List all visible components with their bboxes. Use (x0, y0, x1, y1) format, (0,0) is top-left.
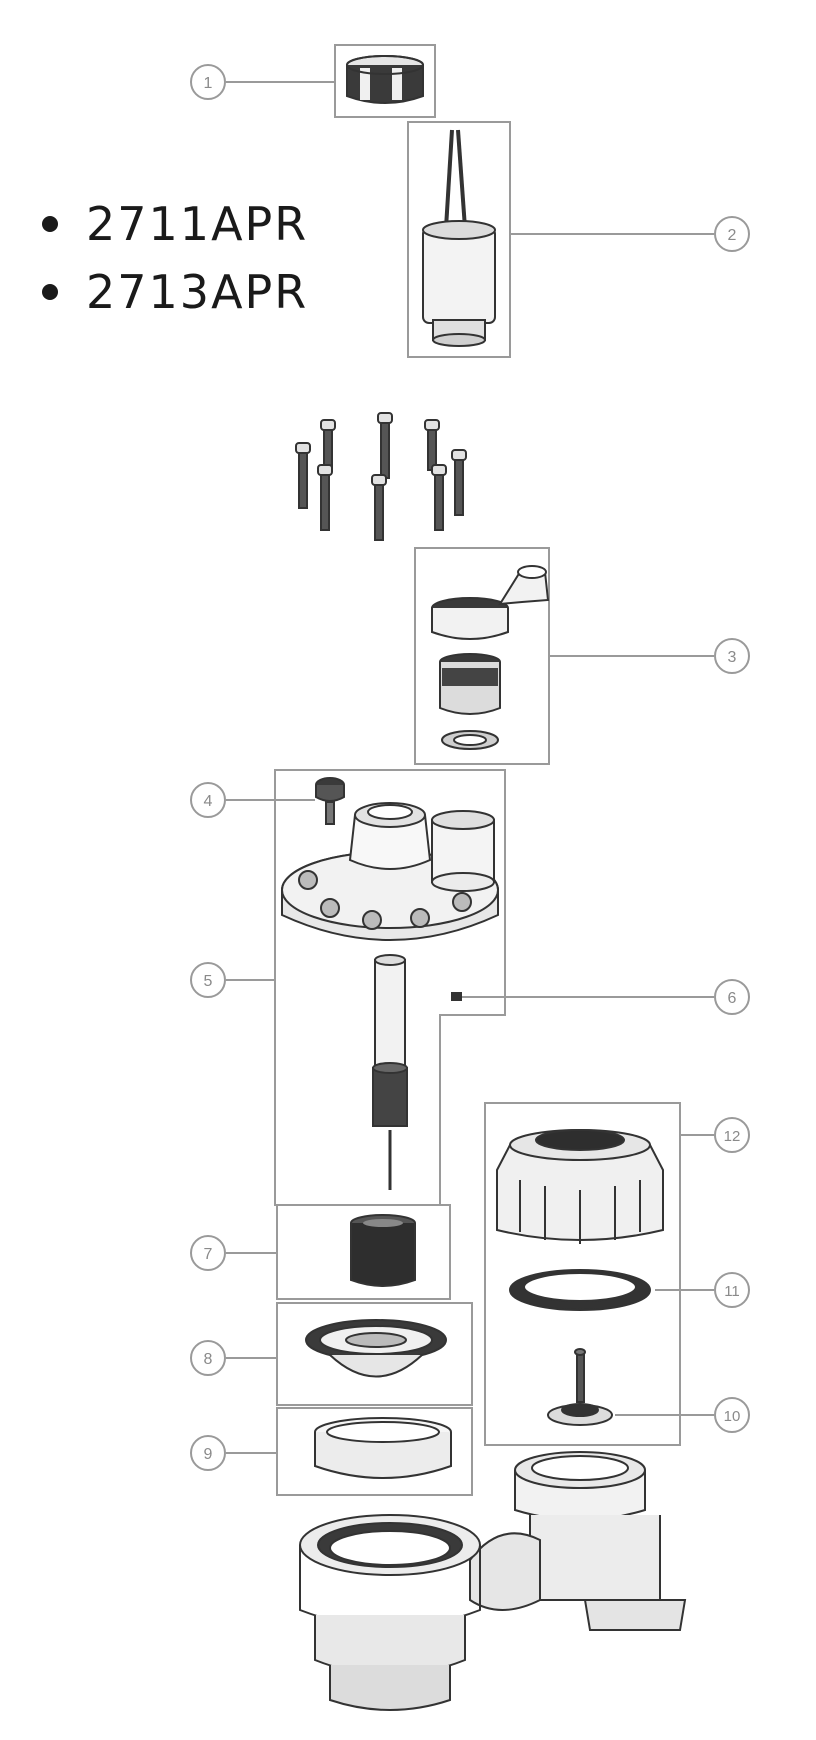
callout-5: 5 (190, 962, 226, 998)
model-number: 2713APR (86, 265, 309, 319)
diaphragm-part (305, 1319, 447, 1378)
model-item: 2713APR (42, 258, 308, 326)
model-list: 2711APR 2713APR (42, 190, 308, 326)
screen-filter-part (350, 1214, 416, 1287)
callout-4: 4 (190, 782, 226, 818)
callout-1: 1 (190, 64, 226, 100)
cap-nut-part (346, 55, 424, 104)
threaded-cap-part (496, 1129, 664, 1244)
model-number: 2711APR (86, 197, 309, 251)
callout-2: 2 (714, 216, 750, 252)
callout-label: 12 (724, 1128, 741, 1145)
callout-label: 6 (728, 990, 737, 1007)
callout-label: 1 (204, 75, 213, 92)
group-box-9 (276, 1407, 473, 1496)
o-ring-part (509, 1269, 651, 1311)
callouts: 1 2 3 4 5 6 7 (190, 64, 750, 1471)
solenoid-part (422, 129, 496, 347)
valve-body-part (299, 1451, 687, 1711)
callout-12: 12 (714, 1117, 750, 1153)
plunger-part (547, 1348, 613, 1426)
group-box-5 (274, 769, 506, 1206)
parts (281, 55, 687, 1711)
diaphragm-ring-part (314, 1417, 452, 1479)
bonnet-part (281, 802, 499, 1190)
model-item: 2711APR (42, 190, 308, 258)
callout-label: 2 (728, 227, 737, 244)
callout-label: 7 (204, 1246, 213, 1263)
callout-label: 3 (728, 649, 737, 666)
callout-3: 3 (714, 638, 750, 674)
callout-10: 10 (714, 1397, 750, 1433)
group-box-12 (484, 1102, 681, 1446)
bullet-icon (42, 284, 58, 300)
group-box-8 (276, 1302, 473, 1406)
callout-8: 8 (190, 1340, 226, 1376)
screws-part (295, 412, 467, 541)
bullet-icon (42, 216, 58, 232)
callout-11: 11 (714, 1272, 750, 1308)
callout-label: 8 (204, 1351, 213, 1368)
leader-lines (226, 81, 714, 1454)
callout-6: 6 (714, 979, 750, 1015)
callout-7: 7 (190, 1235, 226, 1271)
bleed-screw-part (315, 777, 345, 825)
callout-9: 9 (190, 1435, 226, 1471)
pin-part (451, 992, 462, 1001)
callout-label: 9 (204, 1446, 213, 1463)
callout-label: 4 (204, 793, 213, 810)
callout-label: 5 (204, 973, 213, 990)
callout-label: 10 (724, 1408, 741, 1425)
callout-label: 11 (724, 1283, 740, 1300)
flow-control-part (431, 565, 550, 750)
group-box-2 (407, 121, 511, 358)
